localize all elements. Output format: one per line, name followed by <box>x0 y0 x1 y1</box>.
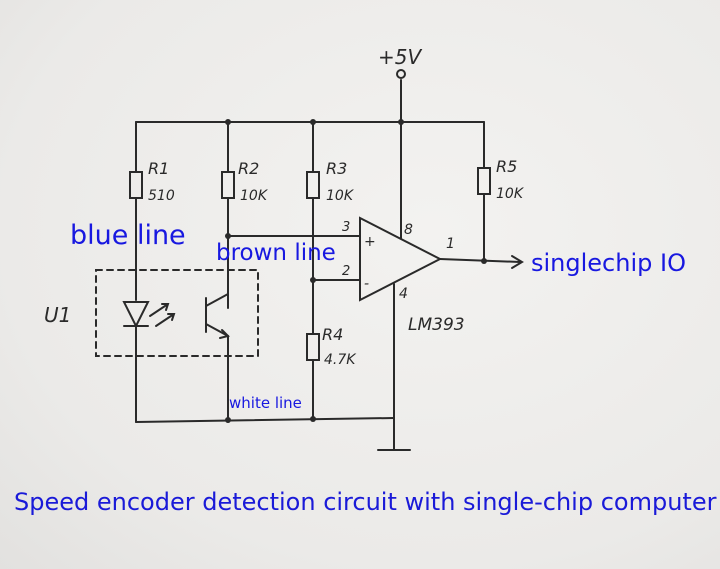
r2-ref: R2 <box>238 159 259 178</box>
u1-enclosure <box>95 269 259 357</box>
r3-body <box>306 171 320 199</box>
junction-dots <box>225 119 487 423</box>
r1-ref: R1 <box>148 159 169 178</box>
white-line-annotation: white line <box>229 394 302 412</box>
brown-line-annotation: brown line <box>216 240 336 266</box>
r1-value: 510 <box>148 188 175 204</box>
r4-body <box>306 333 320 361</box>
supply-label: +5V <box>378 45 422 69</box>
r4-ref: R4 <box>322 325 343 344</box>
u1-label: U1 <box>44 303 71 327</box>
r5-ref: R5 <box>496 157 517 176</box>
r5-body <box>477 167 491 195</box>
r3-ref: R3 <box>326 159 347 178</box>
plus-input-sign: + <box>364 234 376 250</box>
pin-8-label: 8 <box>404 222 413 238</box>
led-symbol <box>122 301 150 329</box>
minus-input-sign: - <box>364 276 369 292</box>
ic-label: LM393 <box>408 315 465 335</box>
output-annotation: singlechip IO <box>531 249 686 277</box>
vcc-terminal <box>396 69 406 79</box>
ground-bus <box>135 417 395 423</box>
r4-value: 4.7K <box>324 352 357 368</box>
pin-4-label: 4 <box>399 286 408 302</box>
r2-value: 10K <box>240 188 269 204</box>
pin-3-label: 3 <box>342 220 350 235</box>
blue-line-annotation: blue line <box>70 220 186 251</box>
pin-1-label: 1 <box>446 236 455 252</box>
r2-body <box>221 171 235 199</box>
pin-2-label: 2 <box>342 264 350 279</box>
output-wire <box>439 258 521 263</box>
r5-value: 10K <box>496 186 525 202</box>
caption: Speed encoder detection circuit with sin… <box>14 488 717 516</box>
r3-value: 10K <box>326 188 355 204</box>
comparator-symbol <box>359 216 443 302</box>
r1-body <box>129 171 143 199</box>
